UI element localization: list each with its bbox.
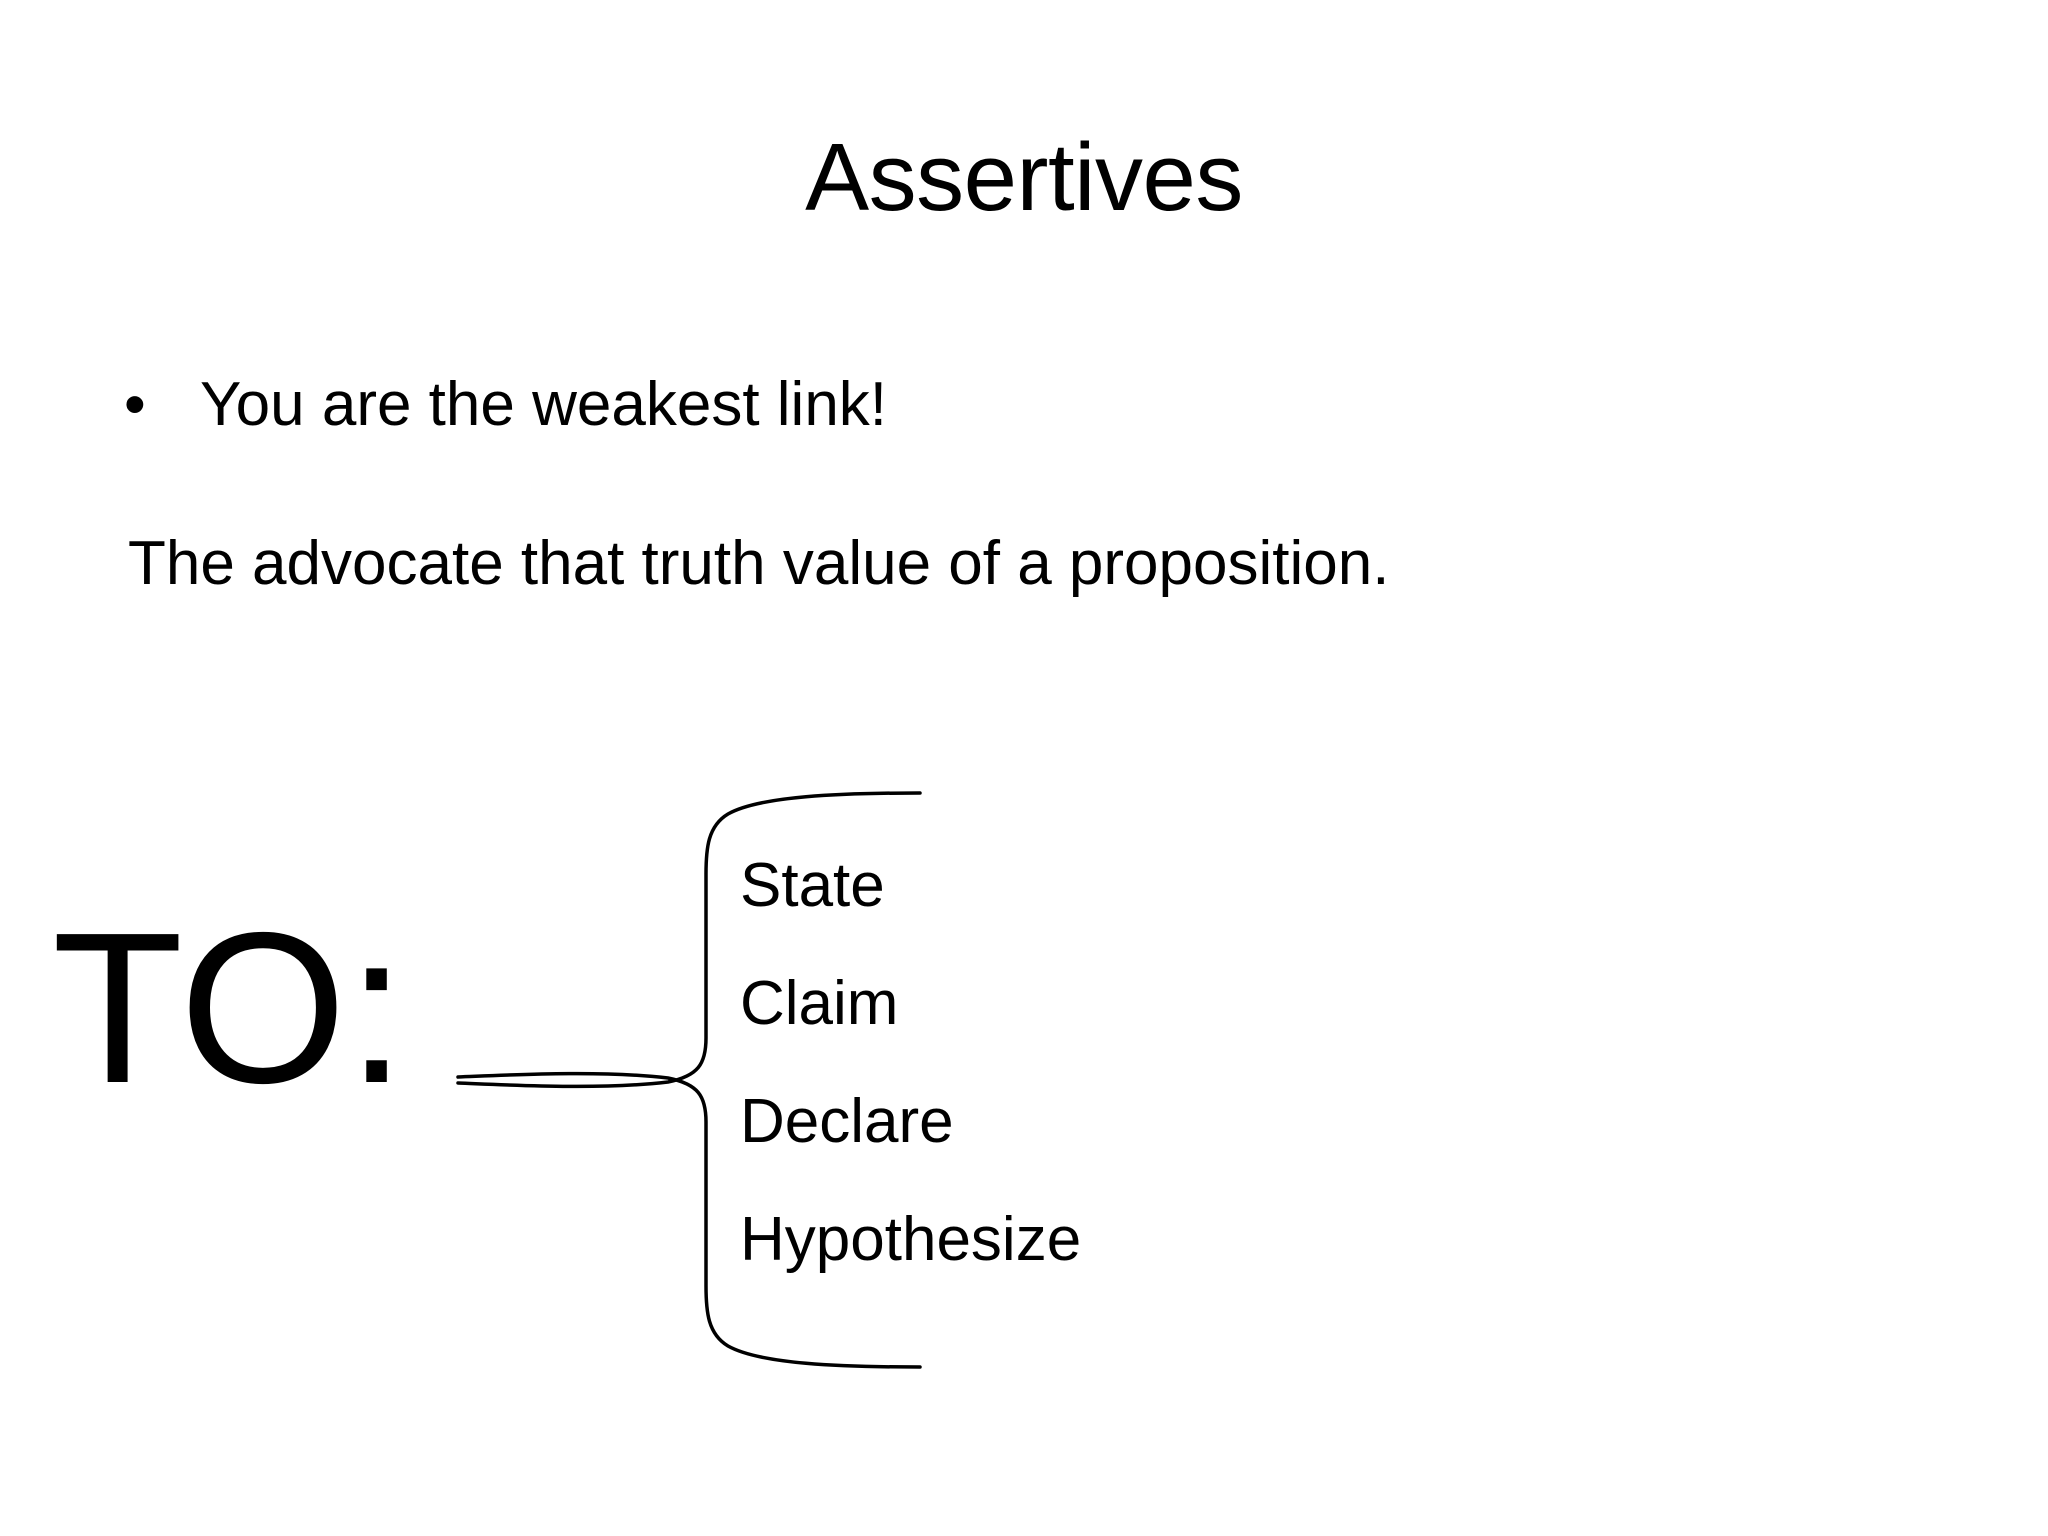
statement-text: The advocate that truth value of a propo… bbox=[118, 527, 1968, 600]
body-text-block: • You are the weakest link! The advocate… bbox=[118, 368, 1968, 600]
brace-item-list: State Claim Declare Hypothesize bbox=[740, 855, 1640, 1271]
paragraph-spacer bbox=[118, 441, 1968, 527]
bullet-dot-icon: • bbox=[124, 370, 146, 439]
page-title: Assertives bbox=[805, 124, 1243, 231]
brace-item-claim: Claim bbox=[740, 969, 899, 1038]
brace-item-state: State bbox=[740, 851, 885, 920]
statement-label: The advocate that truth value of a propo… bbox=[128, 529, 1390, 599]
list-item: • You are the weakest link! bbox=[118, 368, 1968, 441]
brace-item-hypothesize: Hypothesize bbox=[740, 1205, 1082, 1274]
brace-item-declare: Declare bbox=[740, 1087, 954, 1156]
to-label: TO: bbox=[52, 887, 407, 1128]
list-item-label: You are the weakest link! bbox=[200, 370, 888, 439]
